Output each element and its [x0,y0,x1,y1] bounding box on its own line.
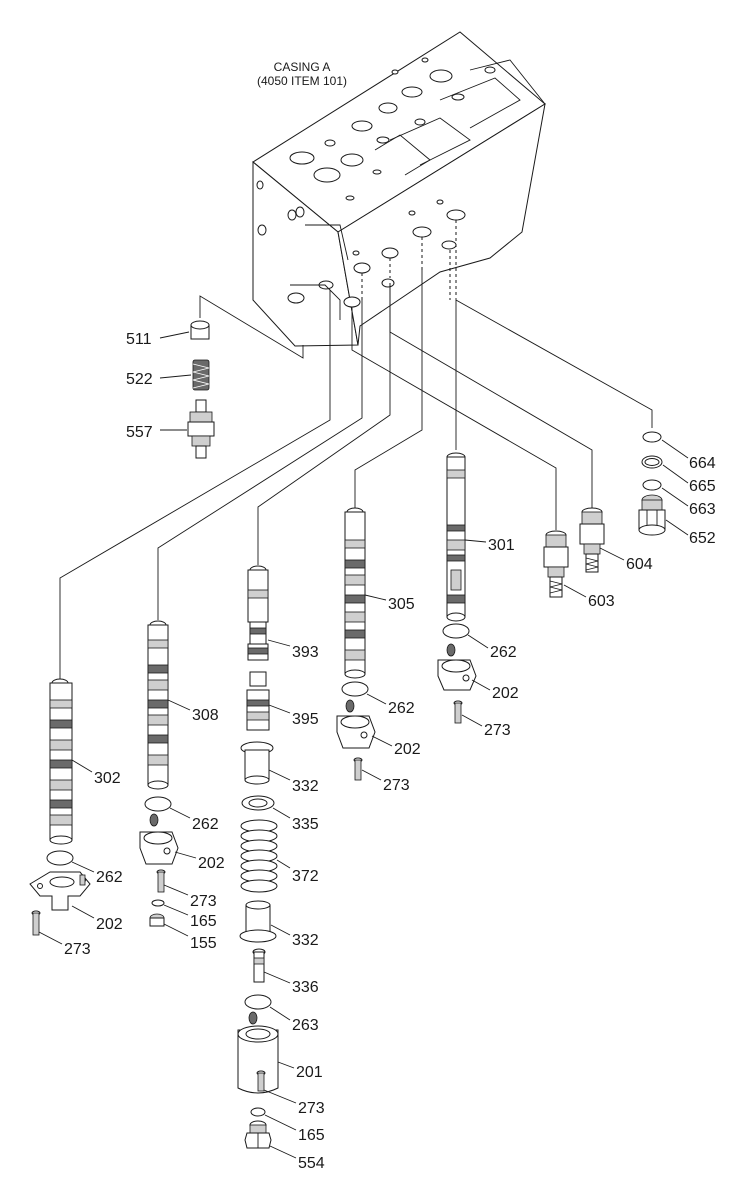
part-202-cover-d [29,871,91,911]
label-273-b: 273 [383,777,410,794]
part-301-spool [446,452,466,622]
part-395-piston [246,671,270,731]
part-262-oring-d [46,850,74,866]
part-202-cover-a [437,643,477,691]
part-202-cover-b [336,699,376,749]
part-302-spool [49,678,73,845]
label-262-a: 262 [490,644,517,661]
label-202-d: 202 [96,916,123,933]
part-165-oring-b [151,899,165,907]
label-202-b: 202 [394,741,421,758]
label-335: 335 [292,816,319,833]
part-332-seat-b [239,900,277,943]
label-273-a: 273 [484,722,511,739]
label-332-b: 332 [292,932,319,949]
part-262-oring-c [144,796,172,812]
label-263: 263 [292,1017,319,1034]
part-332-seat-a [240,741,274,785]
casing-title: CASING A [274,60,331,74]
part-603-valve [543,530,569,598]
label-664: 664 [689,455,716,472]
part-201-cover [237,1011,279,1094]
label-262-d: 262 [96,869,123,886]
part-336-stopper [252,948,266,983]
part-155-plug [149,913,165,927]
part-652-plug [638,494,666,536]
label-557: 557 [126,424,153,441]
label-332-a: 332 [292,778,319,795]
part-663-oring [642,479,662,491]
part-511-plug [190,320,210,340]
part-393-spool [247,565,269,661]
label-155: 155 [190,935,217,952]
part-273-bolt-d [156,869,166,893]
label-302: 302 [94,770,121,787]
part-522-spring [192,359,210,391]
part-273-bolt-b [353,757,363,781]
part-557-valve [187,399,215,459]
label-262-c: 262 [192,816,219,833]
part-273-bolt-e [31,910,41,936]
label-262-b: 262 [388,700,415,717]
part-372-spring [240,819,278,893]
part-273-bolt-a [453,700,463,724]
casing-subtitle: (4050 ITEM 101) [257,74,347,88]
part-665-ring [641,455,663,469]
label-336: 336 [292,979,319,996]
part-335-washer [241,795,275,811]
assembly-lines [59,270,653,680]
label-663: 663 [689,501,716,518]
part-262-oring-b [341,681,369,697]
part-165-oring-a [250,1107,266,1117]
part-202-cover-c [139,813,179,865]
label-393: 393 [292,644,319,661]
label-273-c: 273 [298,1100,325,1117]
label-554: 554 [298,1155,325,1172]
label-511: 511 [126,331,152,348]
label-603: 603 [588,593,615,610]
part-263-oring [244,994,272,1010]
label-522: 522 [126,371,153,388]
label-273-d: 273 [190,893,217,910]
label-165-b: 165 [190,913,217,930]
part-262-oring-a [442,623,470,639]
part-554-plug [244,1120,272,1149]
label-273-e: 273 [64,941,91,958]
label-665: 665 [689,478,716,495]
label-202-c: 202 [198,855,225,872]
part-305-spool [344,507,366,679]
part-273-bolt-c [256,1070,266,1092]
label-202-a: 202 [492,685,519,702]
part-664-oring [642,431,662,443]
label-395: 395 [292,711,319,728]
label-372: 372 [292,868,319,885]
label-652: 652 [689,530,716,547]
hidden-axis-lines [361,220,457,300]
label-308: 308 [192,707,219,724]
label-201: 201 [296,1064,323,1081]
label-301: 301 [488,537,515,554]
part-308-spool [147,620,169,790]
part-604-valve [579,507,605,573]
label-165-a: 165 [298,1127,325,1144]
label-305: 305 [388,596,415,613]
label-604: 604 [626,556,653,573]
